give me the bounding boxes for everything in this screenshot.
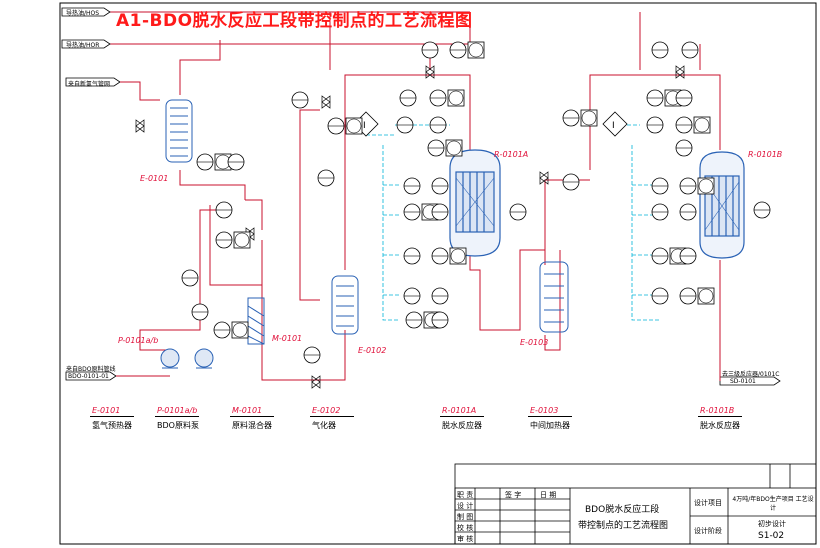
tb-col-date: 日 期 bbox=[540, 491, 557, 499]
legend-underline-2 bbox=[230, 416, 274, 417]
instrument-panel-bubble bbox=[698, 178, 714, 194]
instrument-panel-bubble bbox=[234, 232, 250, 248]
stream-hydrogen-in: 来自新氢气管网 bbox=[68, 81, 111, 88]
tb-stage-value: 初步设计 bbox=[758, 520, 786, 528]
equipment-tag-e0103: E-0103 bbox=[520, 338, 549, 347]
stream-arrows bbox=[61, 7, 781, 386]
tb-project-name: 4万吨/年BDO生产项目 工艺设计 bbox=[732, 496, 814, 512]
legend-underline-4 bbox=[440, 416, 484, 417]
valves bbox=[135, 65, 685, 389]
equipment-tag-r0101b: R-0101B bbox=[748, 150, 783, 159]
signal-lines bbox=[366, 124, 660, 321]
legend-name-5: 中间加热器 bbox=[530, 421, 570, 430]
legend-underline-3 bbox=[310, 416, 354, 417]
stream-hot-oil-supply: 导热油/HOS bbox=[66, 10, 100, 17]
instrument-panel-bubble bbox=[450, 248, 466, 264]
legend-name-2: 原料混合器 bbox=[232, 421, 272, 430]
instrument-panel-box bbox=[447, 89, 465, 107]
heat-exchanger-e0101 bbox=[165, 99, 193, 163]
instrument-panel-bubble bbox=[232, 322, 248, 338]
instrument-panel-bubble bbox=[698, 288, 714, 304]
instrument-panel-bubble bbox=[446, 140, 462, 156]
stream-product-code: SD-0101 bbox=[730, 378, 756, 385]
legend-tag-5: E-0103 bbox=[530, 406, 559, 415]
equipment-tag-e0102: E-0102 bbox=[358, 346, 387, 355]
legend-name-3: 气化器 bbox=[312, 421, 336, 430]
stream-bdo-in: 来自BDO原料管线 bbox=[66, 366, 116, 373]
tb-drawing-title-2: 带控制点的工艺流程图 bbox=[578, 521, 669, 531]
legend-underline-5 bbox=[528, 416, 572, 417]
reactor-r0101a bbox=[449, 149, 501, 257]
legend-underline-0 bbox=[90, 416, 134, 417]
instrument-panel-bubble bbox=[346, 118, 362, 134]
stream-hot-oil-return: 导热油/HOR bbox=[66, 42, 100, 49]
drawing-frame bbox=[59, 2, 817, 545]
instrument-panel-box bbox=[449, 247, 467, 265]
legend-tag-2: M-0101 bbox=[232, 406, 263, 415]
reactor-r0101b bbox=[699, 151, 745, 259]
legend-tag-6: R-0101B bbox=[700, 406, 735, 415]
instrument-bubbles bbox=[181, 41, 771, 364]
legend-tag-4: R-0101A bbox=[442, 406, 477, 415]
tb-role-0: 职 责 bbox=[457, 491, 474, 499]
instrument-panel-bubble bbox=[694, 117, 710, 133]
instrument-panel-box bbox=[697, 177, 715, 195]
diagram-title: A1-BDO脱水反应工段带控制点的工艺流程图 bbox=[116, 11, 473, 31]
equipment-tag-r0101a: R-0101A bbox=[494, 150, 529, 159]
tb-role-4: 审 核 bbox=[457, 535, 474, 543]
pump-p0101 bbox=[160, 348, 214, 369]
instrument-panel-box bbox=[231, 321, 249, 339]
instrument-panel-box bbox=[467, 41, 485, 59]
legend-name-4: 脱水反应器 bbox=[442, 421, 482, 430]
equipment-tag-e0101: E-0101 bbox=[140, 174, 169, 183]
legend-tag-1: P-0101a/b bbox=[157, 406, 198, 415]
legend-name-1: BDO原料泵 bbox=[157, 421, 199, 430]
legend-underline-6 bbox=[698, 416, 742, 417]
legend-underline-1 bbox=[155, 416, 199, 417]
svg-text:I: I bbox=[612, 121, 615, 131]
instrument-panel-box bbox=[697, 287, 715, 305]
tb-drawing-no: S1-02 bbox=[758, 531, 785, 541]
mixer-m0101 bbox=[247, 297, 265, 345]
tb-col-sign: 签 字 bbox=[505, 491, 522, 499]
tb-role-1: 设 计 bbox=[457, 502, 474, 510]
instrument-panel-bubble bbox=[448, 90, 464, 106]
tb-label-project: 设计项目 bbox=[694, 499, 722, 507]
heater-e0103 bbox=[539, 261, 569, 333]
instrument-panel-bubble bbox=[581, 110, 597, 126]
title-block bbox=[454, 463, 817, 545]
stream-bdo-code: BDO-0101-01 bbox=[68, 373, 109, 380]
equipment-tag-m0101: M-0101 bbox=[272, 334, 303, 343]
instrument-panel-box bbox=[233, 231, 251, 249]
legend-tag-3: E-0102 bbox=[312, 406, 341, 415]
tb-role-3: 校 核 bbox=[457, 524, 474, 532]
instrument-panel-box bbox=[693, 116, 711, 134]
svg-text:I: I bbox=[363, 121, 366, 131]
legend-name-0: 氢气预热器 bbox=[92, 421, 132, 430]
tb-drawing-title-1: BDO脱水反应工段 bbox=[585, 505, 660, 515]
tb-role-2: 制 图 bbox=[457, 513, 474, 521]
instrument-panel-bubble bbox=[468, 42, 484, 58]
instrument-panel-box bbox=[345, 117, 363, 135]
stream-product-out: 去三级反应器/0101C bbox=[722, 371, 780, 378]
instrument-panel-box bbox=[580, 109, 598, 127]
instrument-panel-box bbox=[445, 139, 463, 157]
legend-tag-0: E-0101 bbox=[92, 406, 121, 415]
tb-label-stage: 设计阶段 bbox=[694, 527, 722, 535]
equipment-tag-p0101: P-0101a/b bbox=[118, 336, 159, 345]
legend-name-6: 脱水反应器 bbox=[700, 421, 740, 430]
vaporizer-e0102 bbox=[331, 275, 359, 335]
